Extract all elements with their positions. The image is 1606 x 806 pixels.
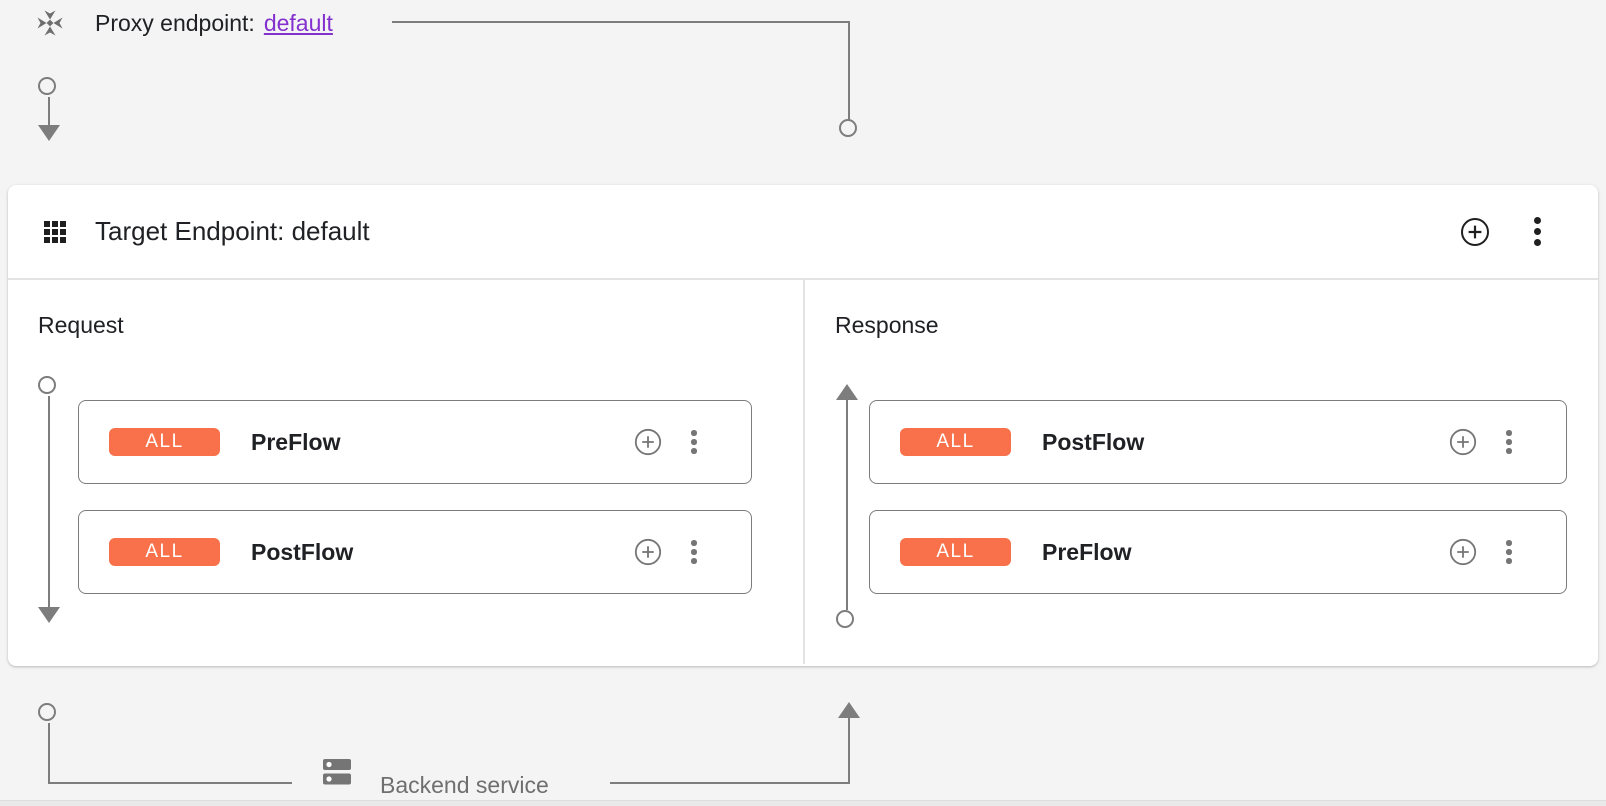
connector-node-circle	[839, 119, 857, 137]
request-flow-list: ALL PreFlow ALL PostFlow	[78, 400, 752, 594]
condition-badge: ALL	[900, 538, 1011, 566]
flow-name: PostFlow	[1042, 428, 1145, 455]
kebab-menu-icon[interactable]	[1503, 430, 1515, 454]
proxy-endpoint-label: Proxy endpoint:	[95, 9, 255, 36]
connector-line	[48, 782, 292, 784]
bottom-edge-strip	[0, 800, 1606, 806]
connector-line	[392, 21, 850, 23]
proxy-endpoint-link[interactable]: default	[263, 9, 333, 36]
kebab-menu-icon[interactable]	[1503, 540, 1515, 564]
condition-badge: ALL	[109, 538, 220, 566]
connector-line	[848, 21, 850, 120]
flow-name: PreFlow	[1042, 538, 1132, 565]
condition-badge: ALL	[109, 428, 220, 456]
column-divider	[803, 280, 805, 664]
connector-arrow-up-icon	[838, 702, 860, 718]
flow-card-response-preflow[interactable]: ALL PreFlow	[869, 510, 1567, 594]
connector-arrow-up-icon	[836, 384, 858, 400]
connector-line	[846, 399, 848, 610]
flow-name: PostFlow	[251, 538, 354, 565]
connector-line	[48, 97, 50, 126]
condition-badge: ALL	[900, 428, 1011, 456]
proxy-endpoint-row: Proxy endpoint: default	[36, 6, 333, 40]
backend-service-icon	[323, 759, 351, 785]
proxy-endpoint-icon	[37, 10, 63, 36]
connector-node-circle	[38, 376, 56, 394]
connector-line	[610, 782, 850, 784]
kebab-menu-icon[interactable]	[688, 540, 700, 564]
flow-card-request-preflow[interactable]: ALL PreFlow	[78, 400, 752, 484]
flow-name: PreFlow	[251, 428, 341, 455]
request-column: Request ALL PreFlow	[8, 280, 803, 664]
connector-arrow-down-icon	[38, 125, 60, 141]
response-label: Response	[835, 312, 939, 338]
connector-line	[848, 717, 850, 784]
target-endpoint-title: Target Endpoint: default	[95, 216, 370, 246]
connector-node-circle	[38, 77, 56, 95]
request-label: Request	[38, 312, 124, 338]
kebab-menu-icon[interactable]	[1533, 217, 1542, 246]
connector-node-circle	[836, 610, 854, 628]
connector-line	[48, 723, 50, 783]
response-flow-list: ALL PostFlow ALL PreFlow	[869, 400, 1567, 594]
target-endpoint-header: Target Endpoint: default	[8, 185, 1598, 280]
connector-node-circle	[38, 703, 56, 721]
add-policy-icon[interactable]	[1449, 428, 1477, 456]
target-endpoint-body: Request ALL PreFlow	[8, 280, 1598, 664]
connector-arrow-down-icon	[38, 607, 60, 623]
flow-card-request-postflow[interactable]: ALL PostFlow	[78, 510, 752, 594]
add-policy-icon[interactable]	[634, 538, 662, 566]
connector-line	[48, 396, 50, 608]
flow-card-response-postflow[interactable]: ALL PostFlow	[869, 400, 1567, 484]
target-endpoint-panel: Target Endpoint: default Request	[8, 185, 1598, 666]
response-column: Response ALL PostFlow	[805, 280, 1598, 664]
grid-icon	[44, 220, 66, 243]
kebab-menu-icon[interactable]	[688, 430, 700, 454]
backend-service-label: Backend service	[380, 772, 549, 798]
add-policy-icon[interactable]	[1449, 538, 1477, 566]
add-circle-icon[interactable]	[1460, 217, 1490, 247]
add-policy-icon[interactable]	[634, 428, 662, 456]
